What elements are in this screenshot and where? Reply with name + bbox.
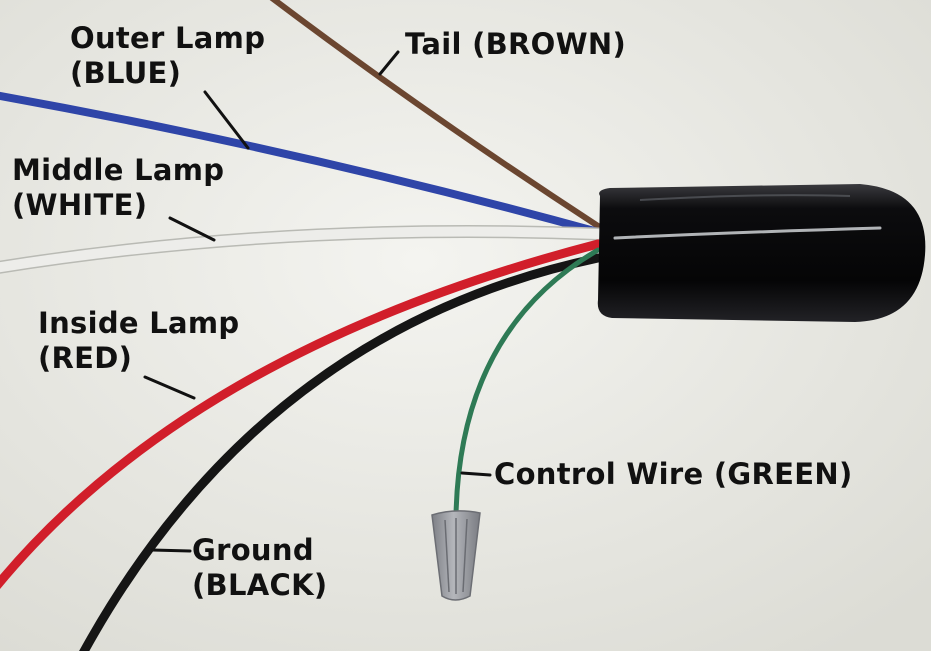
label-tail-line-1: Tail (BROWN) [405, 27, 627, 61]
label-middle-lamp: Middle Lamp (WHITE) [12, 153, 224, 223]
leader-control [460, 471, 492, 477]
leader-ground [150, 548, 192, 553]
leader-lines [143, 50, 492, 553]
label-inside-lamp-line-1: Inside Lamp [38, 306, 240, 340]
label-ground-line-1: Ground [192, 533, 314, 567]
label-tail: Tail (BROWN) [405, 27, 626, 62]
label-ground-line-2: (BLACK) [192, 567, 328, 602]
wires-group [0, 0, 605, 651]
label-outer-lamp-line-2: (BLUE) [70, 55, 182, 90]
label-ground: Ground (BLACK) [192, 533, 327, 603]
wire-outer [0, 91, 602, 236]
wire-inside [0, 239, 603, 590]
label-inside-lamp-line-2: (RED) [38, 340, 133, 375]
label-control-wire: Control Wire (GREEN) [494, 457, 853, 492]
wire-control [453, 247, 601, 518]
label-outer-lamp: Outer Lamp (BLUE) [70, 21, 265, 91]
label-middle-lamp-line-1: Middle Lamp [12, 153, 225, 187]
wire-middle [0, 226, 603, 273]
label-control-wire-line-1: Control Wire (GREEN) [494, 457, 853, 491]
leader-inside [143, 375, 196, 400]
leader-tail [378, 50, 400, 76]
wire-ground [79, 253, 603, 651]
label-middle-lamp-line-2: (WHITE) [12, 187, 148, 222]
wire-tail [269, 0, 601, 229]
leader-outer [203, 90, 250, 150]
label-outer-lamp-line-1: Outer Lamp [70, 21, 266, 55]
label-inside-lamp: Inside Lamp (RED) [38, 306, 240, 376]
leader-middle [168, 216, 216, 242]
wire-nut [431, 510, 481, 601]
control-module [597, 184, 926, 322]
